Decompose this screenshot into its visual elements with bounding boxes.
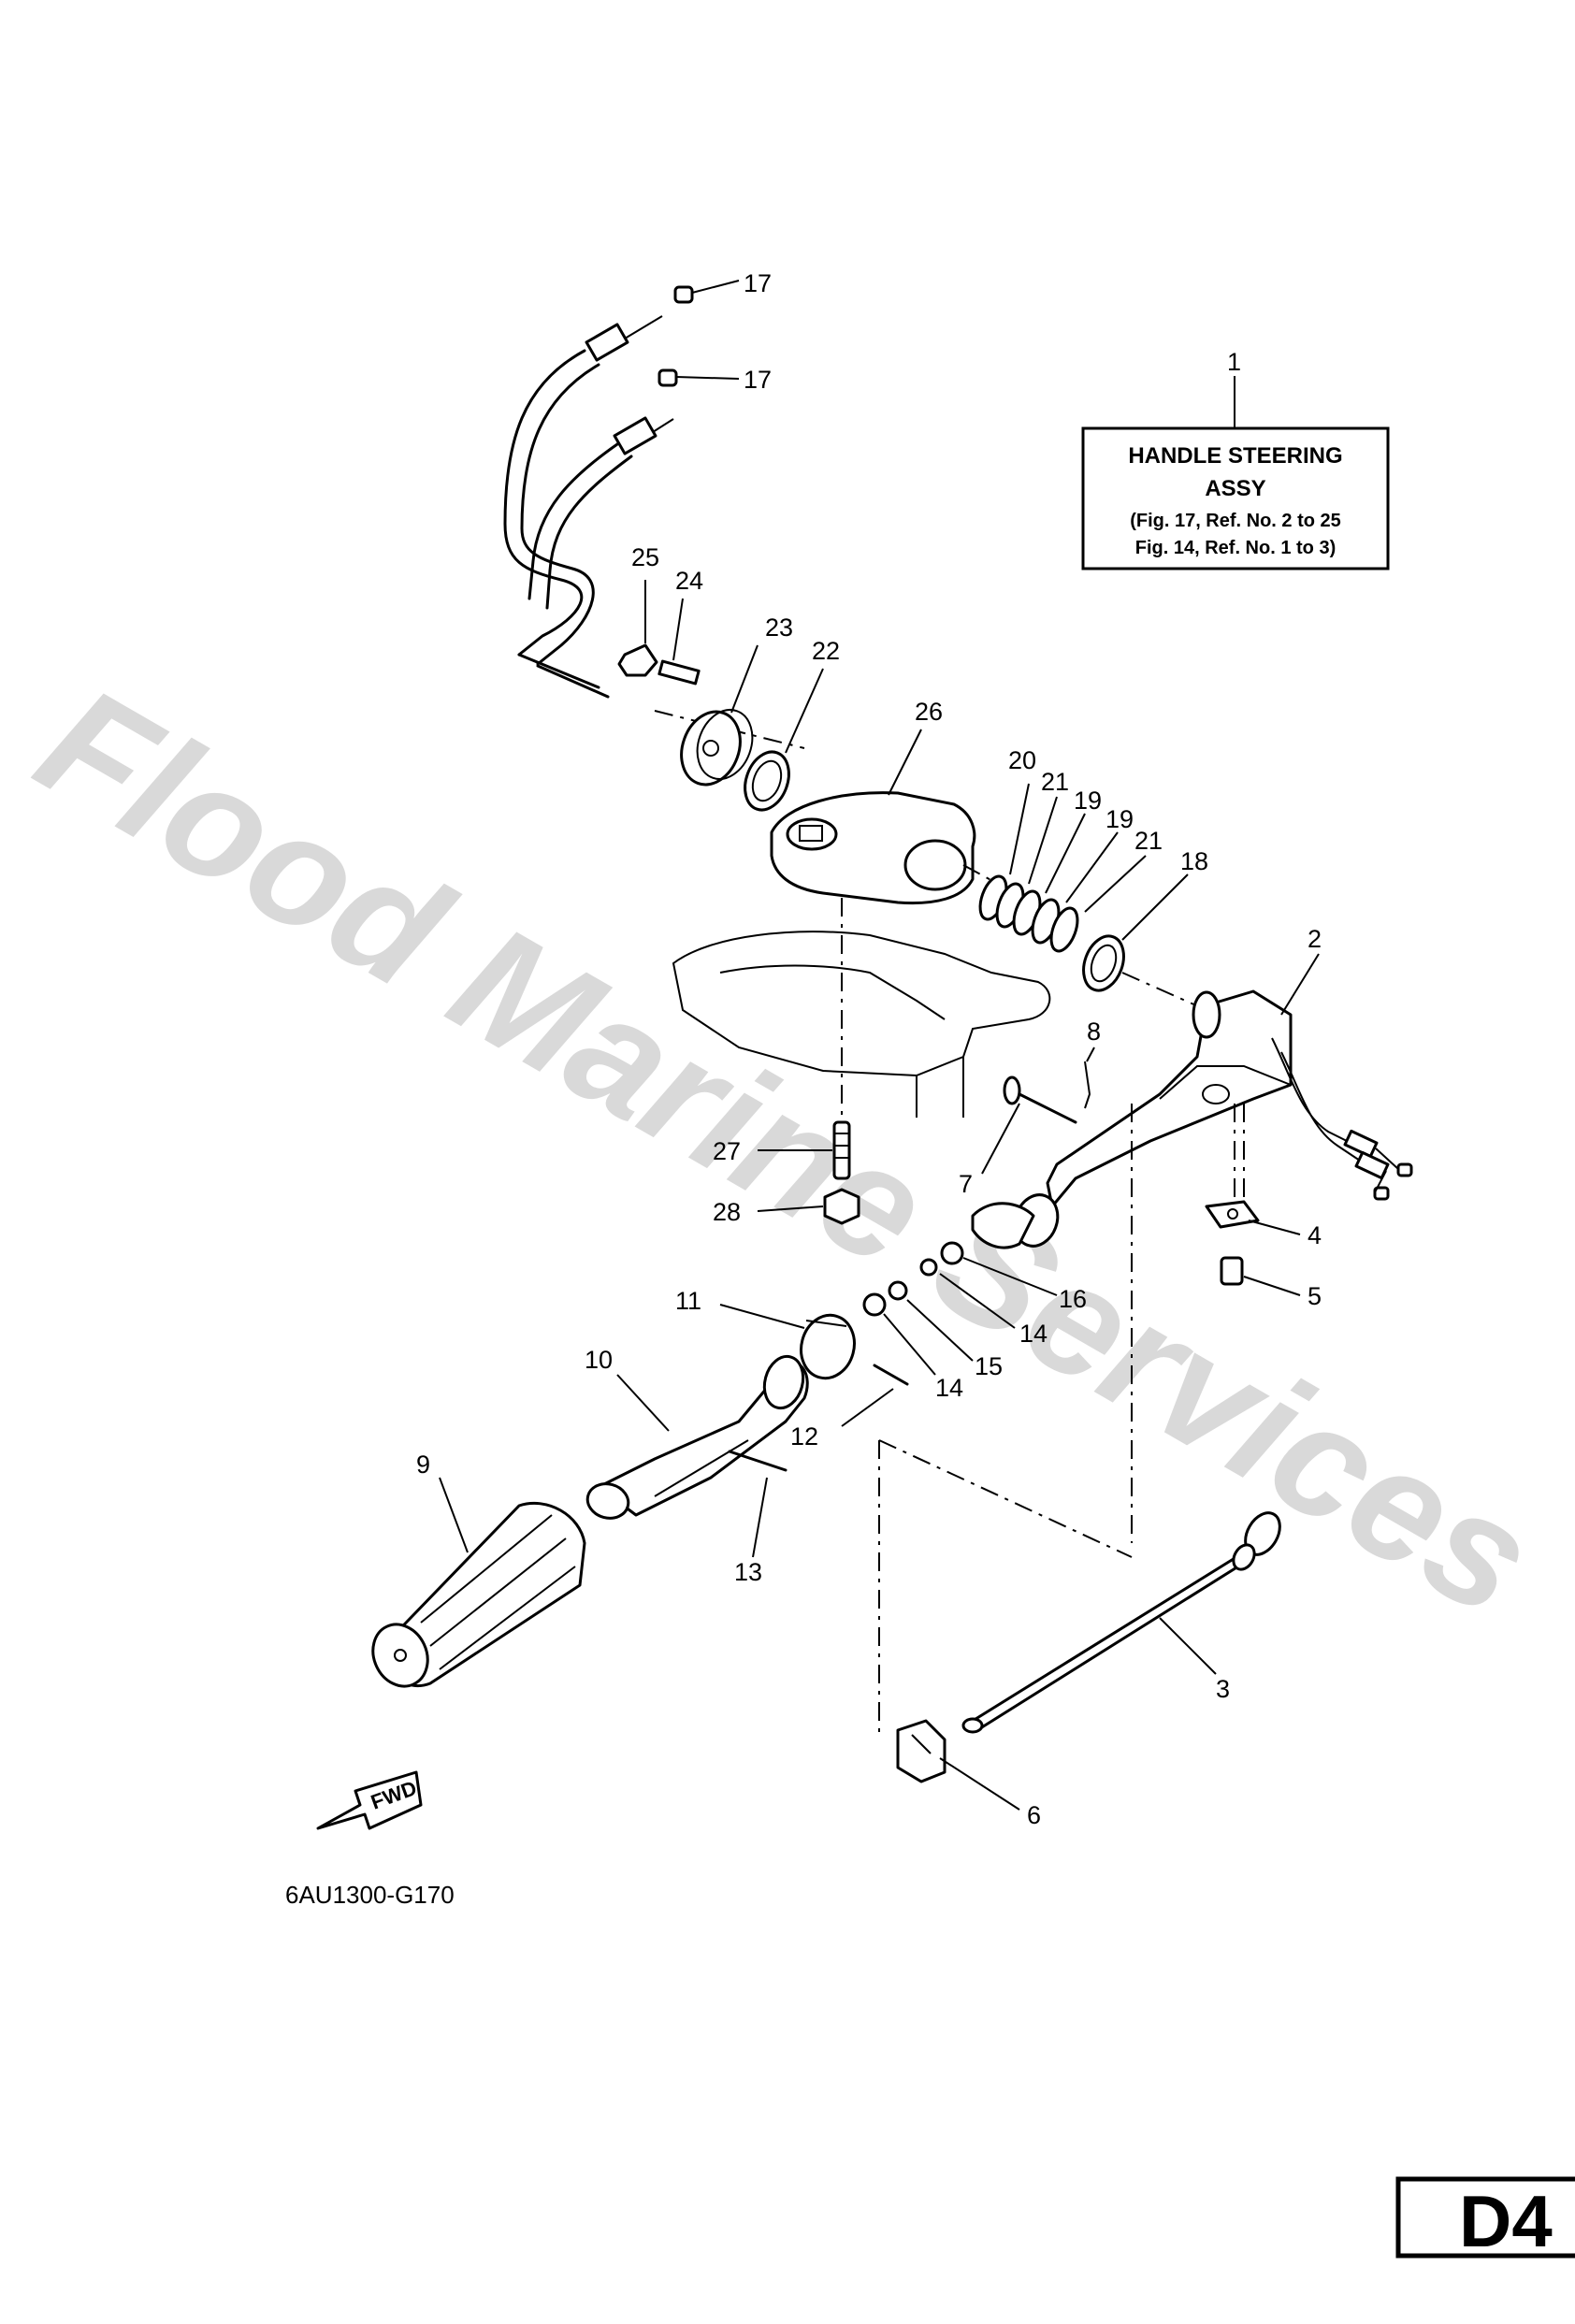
callout-17b: 17: [744, 366, 772, 394]
callout-6: 6: [1027, 1801, 1041, 1829]
stud-and-nut: [757, 1120, 860, 1225]
callout-17a: 17: [744, 269, 772, 297]
assy-note-line-1: HANDLE STEERING: [1128, 443, 1342, 469]
callout-20: 20: [1008, 746, 1036, 774]
callout-13: 13: [734, 1558, 762, 1586]
cable-end-caps: [657, 280, 740, 387]
callout-19a: 19: [1074, 787, 1102, 815]
rod-clip: [896, 1719, 1020, 1811]
callout-21a: 21: [1041, 768, 1069, 796]
callout-14b: 14: [935, 1374, 963, 1402]
assy-note-line-2: ASSY: [1205, 476, 1265, 501]
handle-pin-and-cotter: [981, 1047, 1095, 1175]
callout-19b: 19: [1105, 805, 1134, 833]
callout-21b: 21: [1134, 827, 1163, 855]
diagram-code: 6AU1300-G170: [285, 1881, 455, 1909]
callout-8: 8: [1087, 1018, 1101, 1046]
assy-note-line-3: (Fig. 17, Ref. No. 2 to 25: [1130, 511, 1341, 531]
callout-14a: 14: [1019, 1320, 1048, 1348]
callout-4: 4: [1308, 1221, 1322, 1249]
callout-10: 10: [585, 1346, 613, 1374]
callout-22: 22: [812, 637, 840, 665]
plate-and-screw: [1205, 1104, 1301, 1296]
callout-2: 2: [1308, 925, 1322, 953]
callout-5: 5: [1308, 1282, 1322, 1310]
page-code-box: D4: [1395, 2176, 1575, 2262]
friction-plate: [680, 644, 759, 787]
callout-18: 18: [1180, 847, 1208, 875]
callout-24: 24: [675, 567, 703, 595]
throttle-collar: [719, 1304, 909, 1427]
lower-mount-outline: [672, 898, 1051, 1122]
steering-handle-arm: [971, 953, 1413, 1543]
callout-3: 3: [1216, 1675, 1230, 1703]
callout-28: 28: [713, 1198, 741, 1226]
throttle-grip: [371, 1477, 586, 1688]
callout-27: 27: [713, 1137, 741, 1165]
callout-11: 11: [675, 1287, 701, 1315]
spring-washer-stack: [978, 783, 1207, 1011]
callout-7: 7: [959, 1170, 973, 1198]
forward-direction-arrow: FWD: [316, 1770, 423, 1830]
callout-12: 12: [790, 1422, 818, 1451]
handle-steering-assy-note: HANDLE STEERING ASSY (Fig. 17, Ref. No. …: [1081, 376, 1390, 570]
callout-23: 23: [765, 613, 793, 642]
callout-15: 15: [975, 1352, 1003, 1380]
page-code: D4: [1459, 2180, 1553, 2262]
nut-and-bolt: [617, 580, 805, 749]
assy-note-line-4: Fig. 14, Ref. No. 1 to 3): [1135, 538, 1336, 558]
callout-25: 25: [631, 543, 659, 571]
callout-1: 1: [1227, 348, 1241, 376]
throttle-rod: [878, 1439, 1281, 1739]
throttle-cable-pair: [503, 315, 674, 699]
callout-labels: 1 2 3 4 5 6 7 8 9 10 11 12 13 14 14 15 1…: [416, 269, 1322, 1829]
friction-washer: [744, 668, 824, 812]
callout-16: 16: [1059, 1285, 1087, 1313]
throttle-shaft: [585, 1354, 809, 1558]
callout-9: 9: [416, 1451, 430, 1479]
throttle-friction-washers: [862, 1241, 1058, 1376]
callout-26: 26: [915, 698, 943, 726]
